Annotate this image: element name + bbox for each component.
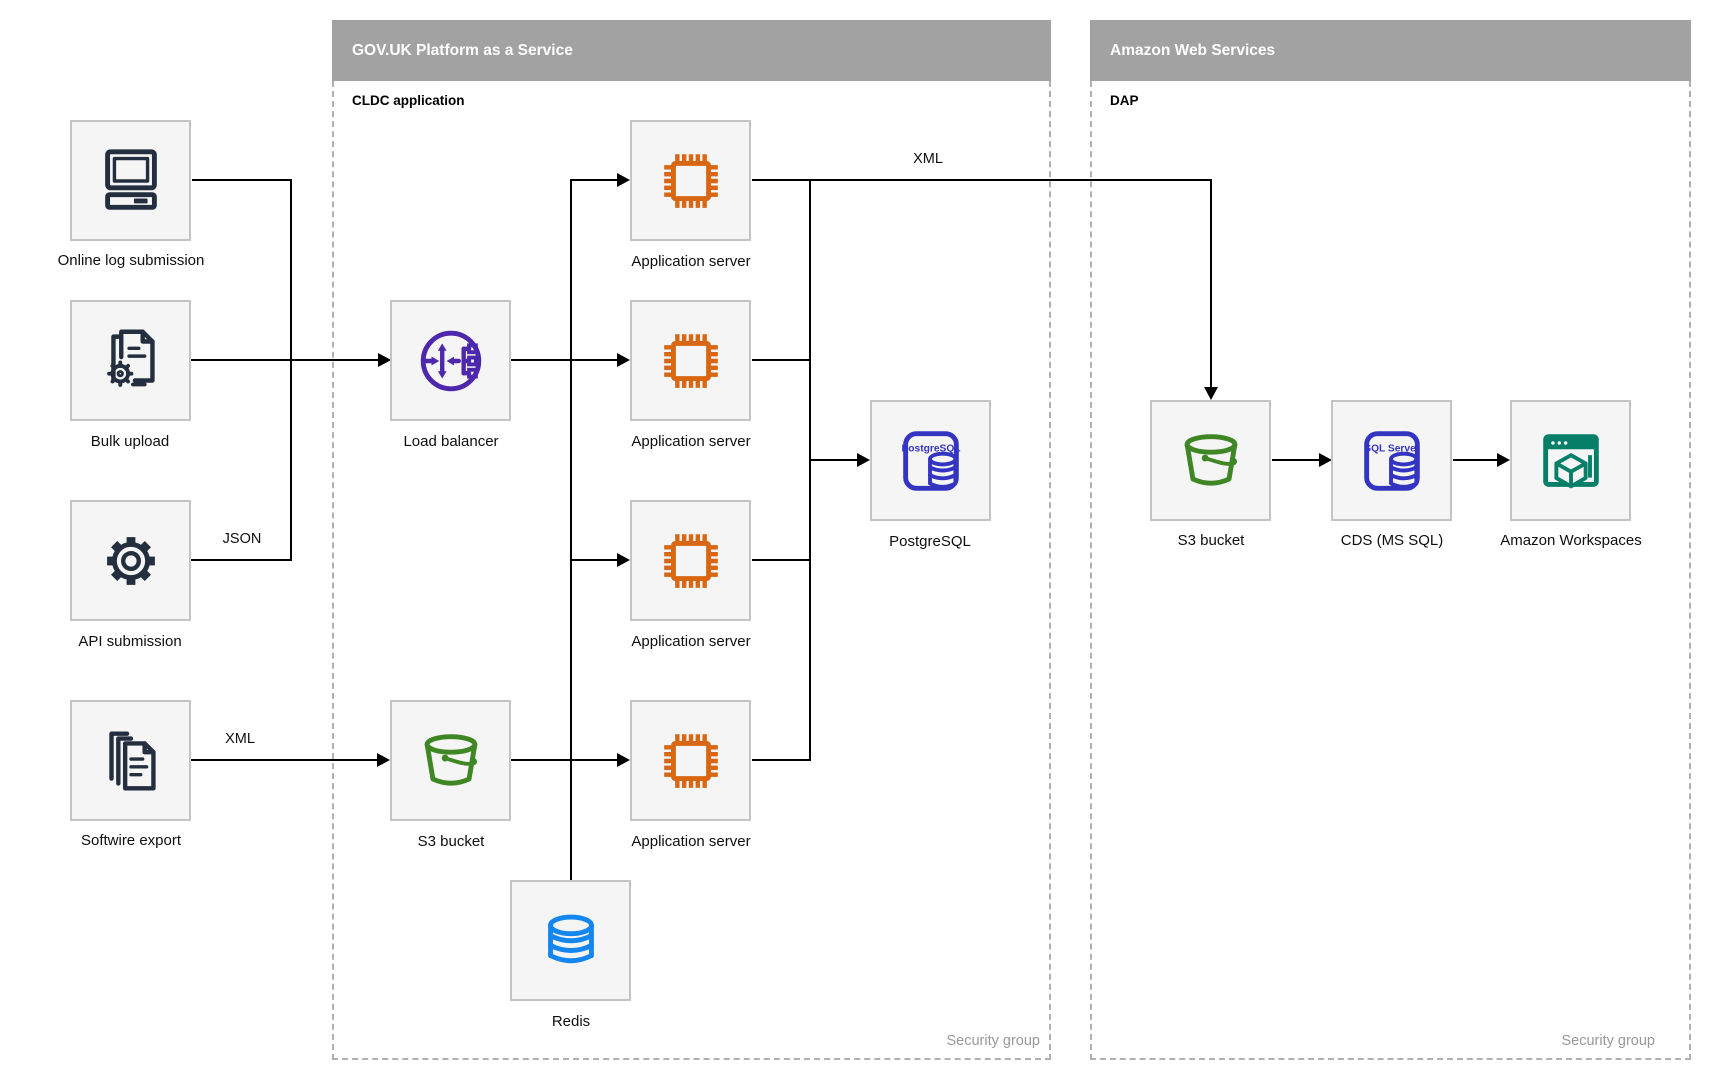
arrowhead-into-s3-aws	[1204, 387, 1218, 400]
computer-icon	[104, 148, 157, 210]
edge-input-join	[290, 179, 292, 561]
node-amazon-workspaces[interactable]	[1510, 400, 1631, 521]
edge-trunk-to-app3	[571, 559, 618, 561]
load-balancer-icon	[420, 330, 481, 391]
node-bulk-upload[interactable]	[70, 300, 191, 421]
node-s3-bucket-aws[interactable]	[1150, 400, 1271, 521]
sql-server-wordmark: SQL Server	[1364, 443, 1420, 454]
edge-s3aws-to-cds	[1272, 459, 1320, 461]
document-stack-icon	[108, 731, 156, 790]
arrowhead-into-app4	[617, 753, 630, 767]
paas-container	[332, 81, 1051, 1060]
paas-security-group-label: Security group	[946, 1033, 1041, 1049]
node-redis[interactable]	[510, 880, 631, 1001]
s3-bucket-icon	[1184, 433, 1237, 486]
postgresql-icon: PostgreSQL	[901, 430, 960, 491]
node-app-server-2[interactable]	[630, 300, 751, 421]
node-api-submission[interactable]	[70, 500, 191, 621]
node-label-app-server-3: Application server	[631, 633, 751, 650]
aws-sublabel: DAP	[1110, 93, 1139, 108]
node-label-api-submission: API submission	[78, 633, 182, 650]
edge-online-log-out	[192, 179, 291, 181]
node-app-server-3[interactable]	[630, 500, 751, 621]
arrowhead-into-cds	[1319, 453, 1332, 467]
node-postgresql[interactable]: PostgreSQL	[870, 400, 991, 521]
node-label-workspaces: Amazon Workspaces	[1500, 532, 1642, 549]
node-label-app-server-1: Application server	[631, 253, 751, 270]
chip-icon	[663, 153, 718, 208]
node-label-app-server-4: Application server	[631, 833, 751, 850]
node-cds-ms-sql[interactable]: SQL Server	[1331, 400, 1452, 521]
paas-sublabel: CLDC application	[352, 93, 465, 108]
edge-cds-to-workspaces	[1453, 459, 1498, 461]
aws-container	[1090, 81, 1691, 1060]
edge-app3-out	[752, 559, 810, 561]
edge-collector-vertical	[809, 179, 811, 761]
edge-app2-out	[752, 359, 810, 361]
postgresql-wordmark: PostgreSQL	[901, 443, 960, 454]
gear-icon	[106, 536, 155, 585]
document-gear-icon	[106, 329, 155, 387]
arrowhead-into-workspaces	[1497, 453, 1510, 467]
paas-title: GOV.UK Platform as a Service	[352, 41, 573, 59]
aws-security-group-label: Security group	[1561, 1033, 1656, 1049]
database-icon	[547, 914, 594, 963]
node-label-cds: CDS (MS SQL)	[1340, 532, 1444, 549]
sql-server-icon: SQL Server	[1363, 430, 1420, 491]
arrowhead-into-postgresql	[857, 453, 870, 467]
paas-container-header: GOV.UK Platform as a Service	[332, 20, 1051, 81]
node-s3-bucket-paas[interactable]	[390, 700, 511, 821]
node-label-load-balancer: Load balancer	[403, 433, 499, 450]
edge-load-balancer-to-app2	[511, 359, 618, 361]
edge-bulk-upload-to-load-balancer	[190, 359, 379, 361]
edge-label-xml-app: XML	[913, 151, 943, 167]
edge-app1-to-aws-xml	[752, 179, 1211, 181]
node-label-s3-paas: S3 bucket	[417, 833, 485, 850]
edge-xml-down-to-s3aws	[1210, 179, 1212, 389]
node-label-bulk-upload: Bulk upload	[90, 433, 170, 450]
edge-label-json: JSON	[222, 531, 262, 547]
aws-container-header: Amazon Web Services	[1090, 20, 1691, 81]
arrowhead-into-load-balancer	[378, 353, 391, 367]
arrowhead-into-app2	[617, 353, 630, 367]
node-online-log-submission[interactable]	[70, 120, 191, 241]
workspaces-icon	[1542, 433, 1599, 488]
node-load-balancer[interactable]	[390, 300, 511, 421]
edge-trunk-vertical	[570, 179, 572, 881]
node-app-server-1[interactable]	[630, 120, 751, 241]
s3-bucket-icon	[424, 733, 477, 786]
edge-label-xml-softwire: XML	[225, 731, 255, 747]
edge-collector-to-postgresql	[810, 459, 858, 461]
node-label-app-server-2: Application server	[631, 433, 751, 450]
edge-app4-out	[752, 759, 810, 761]
chip-icon	[663, 533, 718, 588]
arrowhead-into-app1	[617, 173, 630, 187]
edge-trunk-to-app1	[571, 179, 618, 181]
chip-icon	[663, 333, 718, 388]
node-label-postgresql: PostgreSQL	[889, 533, 971, 550]
node-softwire-export[interactable]	[70, 700, 191, 821]
aws-title: Amazon Web Services	[1110, 41, 1276, 59]
node-label-online-log: Online log submission	[57, 252, 205, 269]
node-label-softwire-export: Softwire export	[80, 832, 182, 849]
edge-api-submission-out	[190, 559, 291, 561]
edge-softwire-to-s3	[191, 759, 378, 761]
arrowhead-into-s3-paas	[377, 753, 390, 767]
node-label-s3-aws: S3 bucket	[1177, 532, 1245, 549]
edge-s3-to-app4	[511, 759, 618, 761]
chip-icon	[663, 733, 718, 788]
node-label-redis: Redis	[551, 1013, 591, 1030]
arrowhead-into-app3	[617, 553, 630, 567]
node-app-server-4[interactable]	[630, 700, 751, 821]
